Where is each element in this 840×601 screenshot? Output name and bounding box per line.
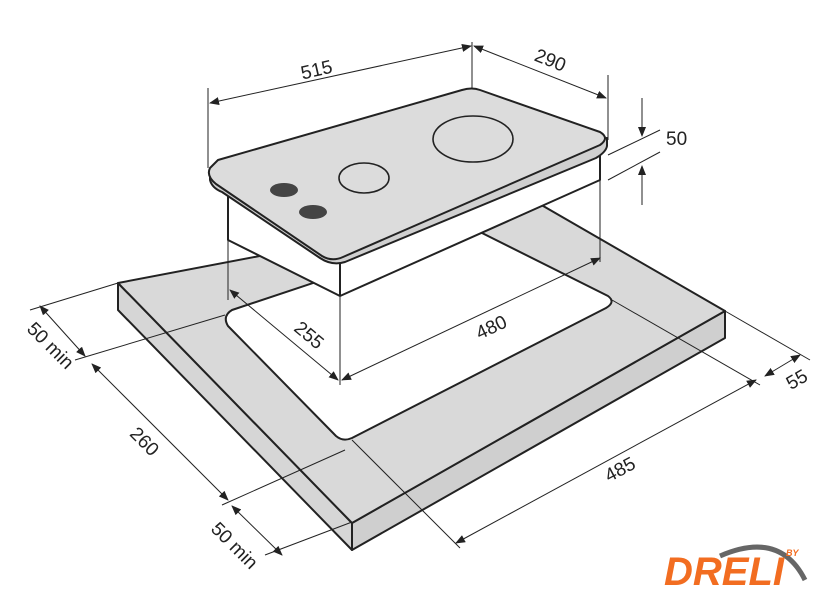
dim-line-cutout-depth (229, 289, 339, 381)
dim-line-counter-depth (91, 363, 229, 501)
extension-line (351, 439, 461, 549)
extension-line (74, 314, 226, 361)
extension-line (29, 282, 119, 311)
dim-label-counter-width: 485 (601, 453, 639, 486)
control-knob-1 (270, 183, 298, 197)
control-knob-2 (299, 205, 327, 219)
dim-label-hob-height: 50 (666, 129, 687, 150)
large-burner (432, 115, 514, 163)
dreli-logo: DRELI BY (664, 544, 808, 594)
dim-line-hob-width (209, 44, 472, 105)
dim-label-back-margin: 50 min (22, 319, 77, 374)
extension-line (607, 151, 661, 181)
dim-label-hob-width: 515 (299, 57, 335, 85)
dim-label-side-margin: 55 (783, 366, 812, 395)
extension-line (724, 310, 811, 361)
dim-line-back-margin (39, 305, 86, 357)
logo-by-text: BY (786, 548, 799, 558)
extension-line (607, 129, 661, 156)
small-burner (338, 162, 390, 194)
logo-brand-text: DRELI (664, 550, 785, 594)
hob (207, 87, 608, 297)
dim-line-hob-depth (473, 45, 607, 99)
dimension-lines (29, 42, 811, 556)
dim-line-front-margin (231, 505, 283, 556)
extension-line (264, 521, 353, 556)
dim-line-side-margin (764, 354, 801, 377)
dim-line-counter-width (455, 379, 757, 544)
dim-line-cutout-width (341, 257, 601, 381)
dim-label-hob-depth: 290 (531, 45, 568, 76)
logo-swoosh (719, 544, 808, 582)
extension-line (611, 299, 761, 386)
extension-line (221, 449, 346, 506)
